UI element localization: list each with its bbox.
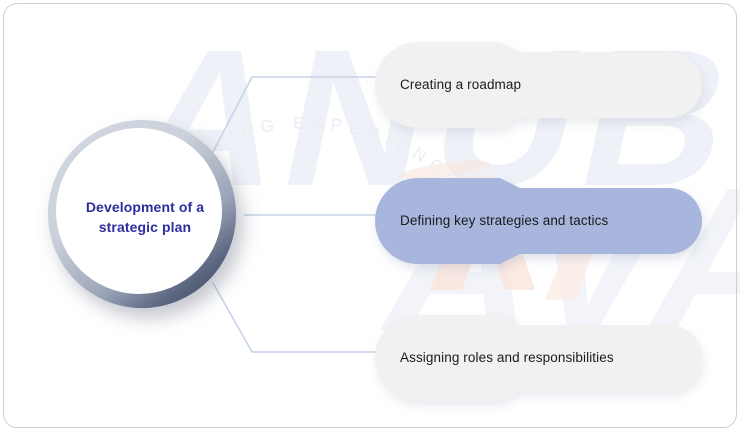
node-label-2: Defining key strategies and tactics	[400, 213, 609, 228]
hub-circle[interactable]: Development of a strategic plan	[44, 116, 246, 318]
hub-face	[56, 128, 222, 294]
node-item-2[interactable]: Defining key strategies and tactics	[369, 168, 717, 272]
node-shape-1	[375, 42, 702, 128]
node-item-1[interactable]: Creating a roadmap	[369, 32, 717, 136]
node-shape-3	[375, 315, 702, 401]
node-label-3: Assigning roles and responsibilities	[400, 350, 614, 365]
hub-graphic	[48, 120, 236, 308]
node-item-3[interactable]: Assigning roles and responsibilities	[369, 305, 717, 409]
node-label-1: Creating a roadmap	[400, 77, 522, 92]
